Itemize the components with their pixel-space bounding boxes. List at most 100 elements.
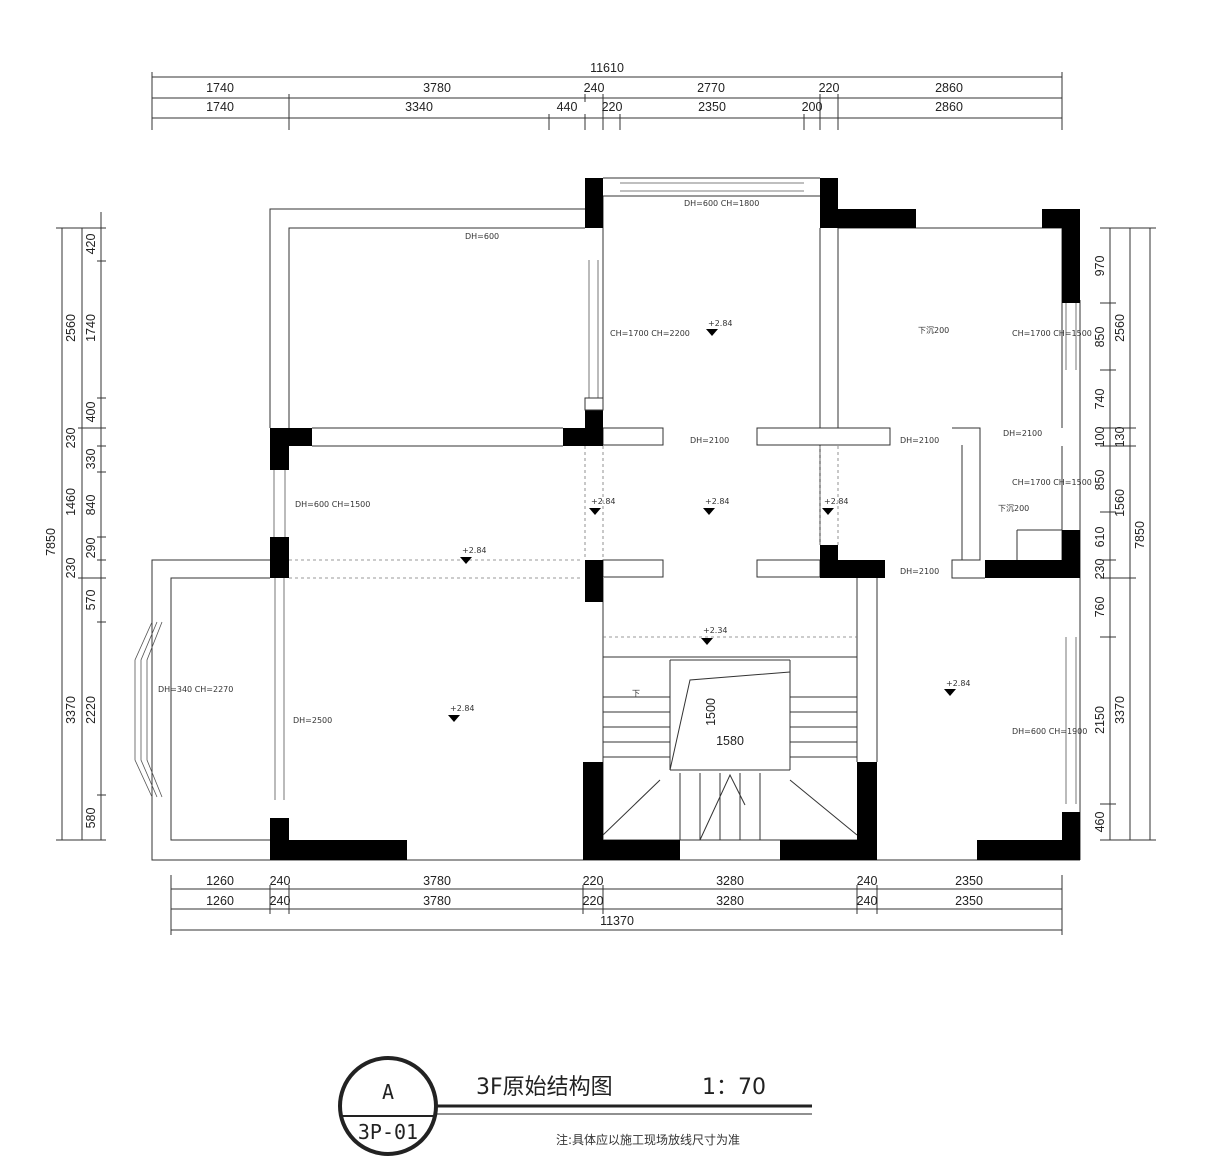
title-badge-letter: A <box>382 1080 394 1104</box>
dim-right-i6: 610 <box>1093 527 1107 548</box>
stair-dim-1580: 1580 <box>716 734 744 748</box>
dim-right-o5: 3370 <box>1113 696 1127 724</box>
dim-left-o1: 2560 <box>64 314 78 342</box>
annotations: DH=600 DH=600 CH=1800 CH=1700 CH=2200 DH… <box>158 199 1092 736</box>
dim-right-i9: 2150 <box>1093 706 1107 734</box>
level-marker: +2.34 <box>701 626 728 645</box>
dim-right-i2: 850 <box>1093 327 1107 348</box>
dim-top-r1-4: 2770 <box>697 81 725 95</box>
svg-text:+2.84: +2.84 <box>591 497 616 506</box>
svg-text:+2.84: +2.84 <box>450 704 475 713</box>
dim-top-r2-4: 220 <box>602 100 623 114</box>
dim-right-i10: 460 <box>1093 812 1107 833</box>
dim-right-i7: 230 <box>1093 559 1107 580</box>
level-marker: +2.84 <box>448 704 475 722</box>
dim-top-r1-2: 3780 <box>423 81 451 95</box>
title-scale: 1：70 <box>702 1075 766 1100</box>
dim-right-o2: 130 <box>1113 427 1127 448</box>
opening-label-7: DH=2100 <box>900 567 939 576</box>
dim-left-i3: 400 <box>84 402 98 423</box>
dim-top-r2-7: 2860 <box>935 100 963 114</box>
dim-bot-r2-3: 3780 <box>423 894 451 908</box>
stair-down-label: 下 <box>632 689 640 698</box>
dim-left-i7: 840 <box>84 495 98 516</box>
opening-label-12: CH=1700 CH=1500 <box>1012 329 1092 338</box>
dim-left-i12: 580 <box>84 808 98 829</box>
opening-label-2: DH=600 CH=1800 <box>684 199 759 208</box>
dim-top-r2-5: 2350 <box>698 100 726 114</box>
dim-top-total: 11610 <box>590 61 624 75</box>
sunken-label-1: 下沉200 <box>918 326 949 335</box>
opening-label-10: DH=2500 <box>293 716 332 725</box>
dashed-lines <box>289 446 857 638</box>
svg-text:+2.84: +2.84 <box>462 546 487 555</box>
title-note: 注:具体应以施工现场放线尺寸为准 <box>556 1132 740 1147</box>
opening-label-3: CH=1700 CH=2200 <box>610 329 690 338</box>
dim-left-i8: 290 <box>84 538 98 559</box>
level-marker: +2.84 <box>589 497 616 515</box>
dim-bot-r1-6: 240 <box>857 874 878 888</box>
dim-bot-r1-7: 2350 <box>955 874 983 888</box>
dim-left-o3: 3370 <box>64 696 78 724</box>
dim-top-r1-6: 2860 <box>935 81 963 95</box>
title-badge-code: 3P-01 <box>358 1120 418 1144</box>
dim-right-total: 7850 <box>1133 521 1147 549</box>
level-marker: +2.84 <box>944 679 971 696</box>
dim-right-o1: 2560 <box>1113 314 1127 342</box>
opening-label-1: DH=600 <box>465 232 499 241</box>
dim-right-i8: 760 <box>1093 597 1107 618</box>
opening-label-6: DH=2100 <box>1003 429 1042 438</box>
dim-bot-r2-6: 240 <box>857 894 878 908</box>
opening-label-11: DH=600 CH=1900 <box>1012 727 1087 736</box>
left-dimensions: 7850 2560 3370 230 1460 230 420 1740 400… <box>44 212 106 841</box>
level-marker: +2.84 <box>706 319 733 336</box>
dim-bot-r1-3: 3780 <box>423 874 451 888</box>
dim-right-i4: 100 <box>1093 427 1107 448</box>
sunken-label-2: 下沉200 <box>998 504 1029 513</box>
dim-bottom-total: 11370 <box>600 914 634 928</box>
dim-left-o-1460: 1460 <box>64 488 78 516</box>
top-dimensions: 11610 1740 3780 240 2770 220 2860 1740 3… <box>151 61 1063 130</box>
dim-left-i5: 330 <box>84 449 98 470</box>
thin-walls <box>134 177 1081 861</box>
dim-bot-r2-4: 220 <box>583 894 604 908</box>
dim-top-r1-3: 240 <box>584 81 605 95</box>
dim-left-o-230a: 230 <box>64 428 78 449</box>
dim-bot-r2-2: 240 <box>270 894 291 908</box>
dim-bot-r1-5: 3280 <box>716 874 744 888</box>
dim-top-r2-2: 3340 <box>405 100 433 114</box>
svg-text:+2.34: +2.34 <box>703 626 728 635</box>
dim-top-r1-1: 1740 <box>206 81 234 95</box>
svg-text:+2.84: +2.84 <box>705 497 730 506</box>
svg-text:+2.84: +2.84 <box>824 497 849 506</box>
level-marker: +2.84 <box>703 497 730 515</box>
dim-left-i2: 1740 <box>84 314 98 342</box>
level-marker: +2.84 <box>460 546 487 564</box>
dim-top-r2-3: 440 <box>557 100 578 114</box>
dim-bot-r2-5: 3280 <box>716 894 744 908</box>
dim-left-o-230b: 230 <box>64 558 78 579</box>
dim-right-o3: 1560 <box>1113 489 1127 517</box>
dim-bot-r2-1: 1260 <box>206 894 234 908</box>
dim-left-total: 7850 <box>44 528 58 556</box>
dim-right-i5: 850 <box>1093 470 1107 491</box>
dim-bot-r1-4: 220 <box>583 874 604 888</box>
title-block: A 3P-01 3F原始结构图 1：70 注:具体应以施工现场放线尺寸为准 <box>338 1056 812 1156</box>
opening-label-4: DH=2100 <box>690 436 729 445</box>
dim-top-r2-6: 200 <box>802 100 823 114</box>
dim-left-i11: 2220 <box>84 696 98 724</box>
level-marker: +2.84 <box>822 497 849 515</box>
structural-walls <box>270 178 1080 860</box>
dim-top-r2-1: 1740 <box>206 100 234 114</box>
dim-left-i10: 570 <box>84 590 98 611</box>
title-name: 3F原始结构图 <box>476 1075 613 1100</box>
svg-text:+2.84: +2.84 <box>708 319 733 328</box>
bottom-dimensions: 1260 240 3780 220 3280 240 2350 1260 240… <box>170 874 1063 935</box>
dim-bot-r1-2: 240 <box>270 874 291 888</box>
opening-label-13: CH=1700 CH=1500 <box>1012 478 1092 487</box>
opening-label-8: DH=600 CH=1500 <box>295 500 370 509</box>
dim-bot-r2-7: 2350 <box>955 894 983 908</box>
opening-label-9: DH=340 CH=2270 <box>158 685 233 694</box>
dim-bot-r1-1: 1260 <box>206 874 234 888</box>
